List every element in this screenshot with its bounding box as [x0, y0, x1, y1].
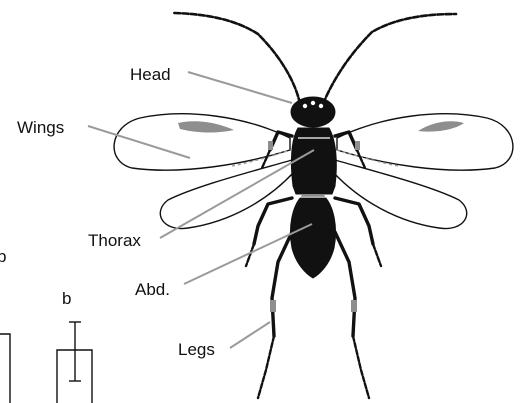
middle-tarsus-right [373, 244, 381, 266]
antenna-left [174, 13, 300, 104]
front-leg-right-joint [355, 141, 360, 150]
label-thorax: Thorax [88, 231, 141, 250]
hind-leg-right [335, 232, 355, 336]
hind-tarsus-left [258, 336, 274, 398]
insect-body [290, 97, 336, 278]
front-leg-left-joint [268, 141, 273, 150]
partial-panel-left: b [0, 247, 10, 403]
hind-leg-left [272, 232, 292, 336]
leader-legs [230, 322, 270, 348]
leader-head [188, 72, 292, 103]
eye-dot-center [311, 101, 315, 105]
label-abdomen: Abd. [135, 280, 170, 299]
forewing-right [337, 114, 513, 170]
hind-leg-left-joint [270, 300, 276, 312]
middle-leg-right [335, 198, 373, 244]
partial-panel-frame [0, 334, 10, 403]
partial-panel-label: b [0, 247, 6, 266]
eye-dot-right [319, 104, 323, 108]
eye-dot-left [303, 104, 307, 108]
hind-leg-right-joint [351, 300, 357, 312]
label-head: Head [130, 65, 171, 84]
abdomen-shape [290, 196, 335, 278]
leader-abdomen [184, 224, 312, 284]
label-wings: Wings [17, 118, 64, 137]
panel-b-label: b [62, 289, 71, 308]
hind-tarsus-right [353, 336, 369, 398]
panel-b: b [57, 289, 92, 403]
label-legs: Legs [178, 340, 215, 359]
antennae [174, 13, 456, 104]
antenna-right [323, 14, 456, 104]
